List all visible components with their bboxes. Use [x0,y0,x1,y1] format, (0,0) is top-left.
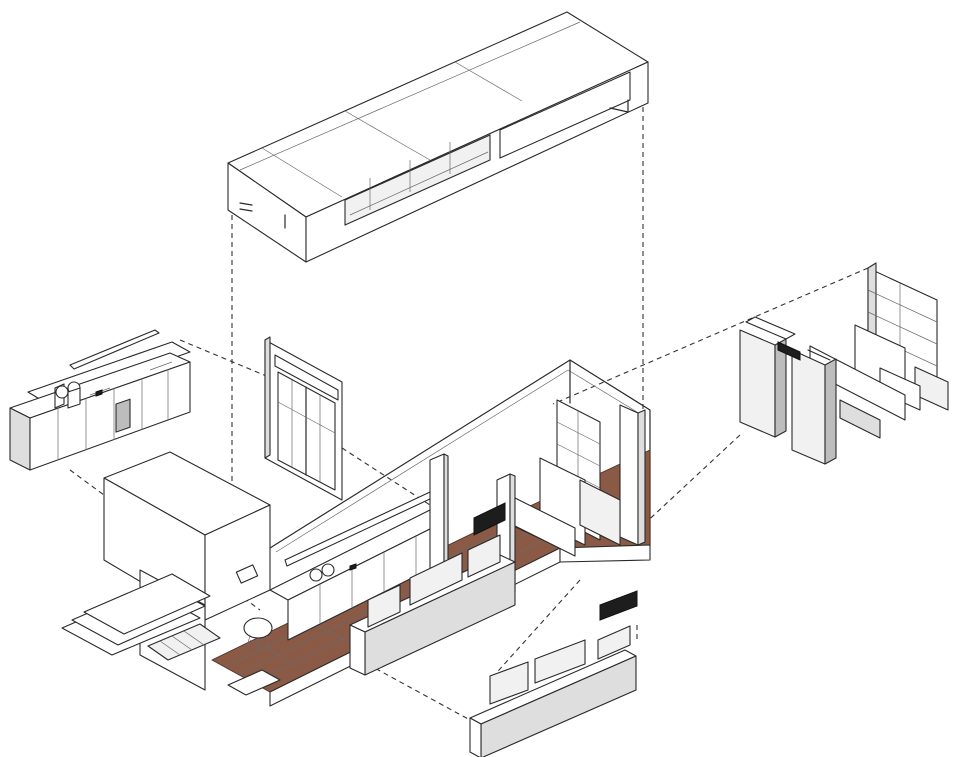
bar-counter [9,329,191,471]
display-screens [469,590,638,757]
roof-volume [227,11,649,263]
base-plan [61,359,651,707]
partition-panel [264,336,343,501]
shelving-unit [739,262,949,465]
chair [243,617,273,655]
